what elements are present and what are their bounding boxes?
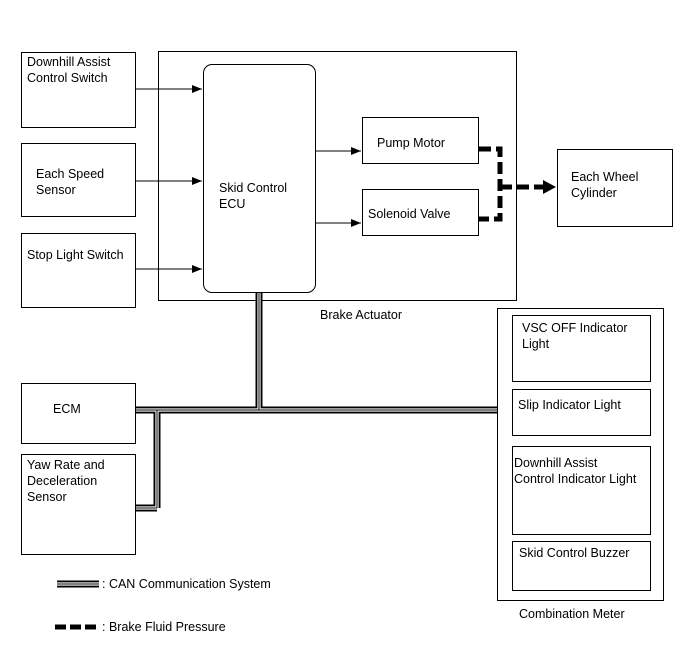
- wheel-cylinder-label: Each Wheel Cylinder: [571, 170, 639, 200]
- skid-control-buzzer-box: [512, 541, 651, 591]
- downhill-indicator-label: Downhill Assist Control Indicator Light: [514, 456, 637, 486]
- slip-indicator-label: Slip Indicator Light: [518, 398, 621, 412]
- can-bus-lines: [136, 293, 497, 512]
- legend-fluid-label: : Brake Fluid Pressure: [102, 620, 226, 634]
- downhill-assist-switch-label: Downhill Assist Control Switch: [27, 55, 111, 85]
- pump-motor-label: Pump Motor: [377, 136, 446, 150]
- ecm-label: ECM: [53, 402, 81, 416]
- skid-control-ecu-box: [203, 64, 316, 293]
- solenoid-valve-box: [362, 189, 479, 236]
- brake-actuator-label: Brake Actuator: [320, 308, 402, 322]
- ecm-box: [21, 383, 136, 444]
- vsc-off-indicator-label: VSC OFF Indicator Light: [522, 321, 628, 351]
- downhill-assist-switch-box: [21, 52, 136, 128]
- wheel-cylinder-box: [557, 149, 673, 227]
- solenoid-valve-label: Solenoid Valve: [368, 207, 451, 221]
- skid-control-buzzer-label: Skid Control Buzzer: [519, 546, 630, 560]
- skid-control-ecu-label: Skid Control ECU: [219, 181, 288, 211]
- stop-light-switch-box: [21, 233, 136, 308]
- slip-indicator-box: [512, 389, 651, 436]
- pump-motor-box: [362, 117, 479, 164]
- vsc-off-indicator-box: [512, 315, 651, 382]
- speed-sensor-label: Each Speed Sensor: [36, 167, 105, 197]
- yaw-rate-sensor-label: Yaw Rate and Deceleration Sensor: [27, 458, 105, 504]
- brake-fluid-lines: [479, 146, 543, 222]
- stop-light-switch-label: Stop Light Switch: [27, 248, 124, 262]
- yaw-rate-sensor-box: [21, 454, 136, 555]
- fluid-arrowhead: [543, 180, 556, 194]
- downhill-indicator-box: [512, 446, 651, 535]
- speed-sensor-box: [21, 143, 136, 217]
- combination-meter-label: Combination Meter: [519, 607, 625, 621]
- legend-can-label: : CAN Communication System: [102, 577, 271, 591]
